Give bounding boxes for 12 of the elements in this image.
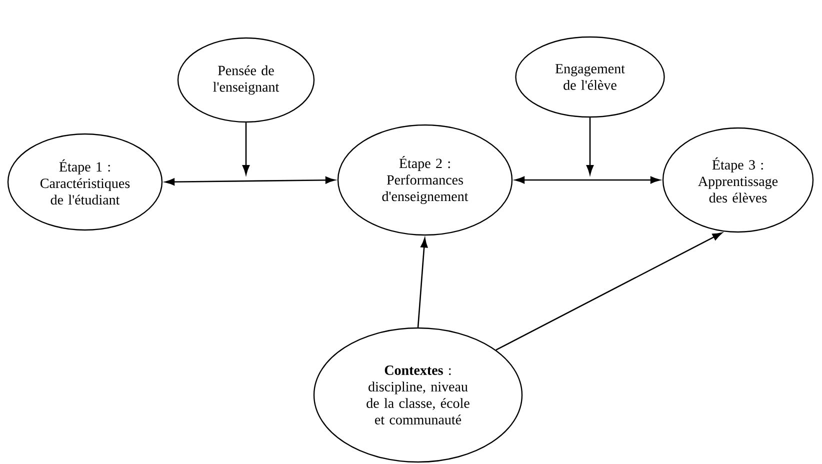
- arrow: [417, 238, 428, 328]
- arrow: [514, 176, 660, 184]
- ellipse-node: Contextes : discipline, niveau de la classe, école et communauté: [313, 327, 523, 463]
- ellipse-node: Étape 3 : Apprentissage des élèves: [662, 127, 814, 233]
- arrow: [242, 122, 250, 175]
- ellipse-node: Engagement de l'élève: [515, 36, 665, 118]
- ellipse-node: Pensée de l'enseignant: [177, 37, 315, 123]
- arrow: [496, 232, 722, 351]
- arrow: [164, 176, 336, 186]
- arrow: [586, 118, 594, 175]
- ellipse-node: Étape 1 : Caractéristiques de l'étudiant: [7, 133, 163, 231]
- ellipse-node: Étape 2 : Performances d'enseignement: [337, 124, 513, 236]
